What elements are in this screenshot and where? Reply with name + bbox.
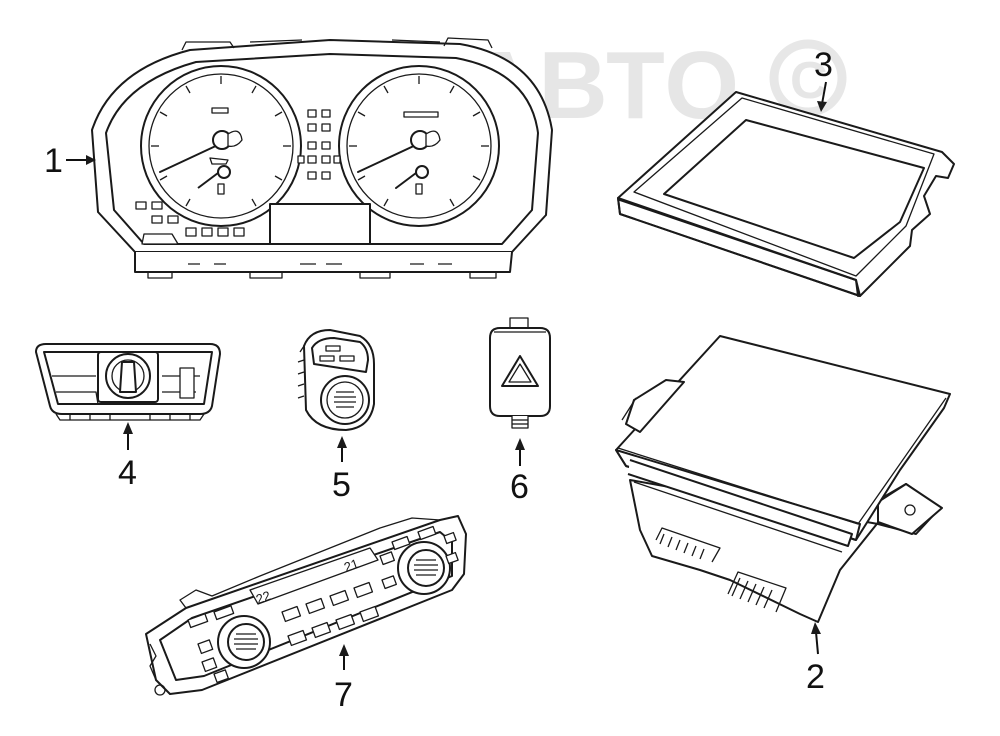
callout-3: 3 [814,46,833,112]
callout-label-3: 3 [814,46,833,84]
callout-4: 4 [118,422,137,492]
callout-label-4: 4 [118,454,137,492]
start-stop-button [297,329,375,431]
light-switch [35,343,221,421]
callout-6: 6 [510,438,529,506]
callout-label-5: 5 [332,466,351,504]
callout-label-1: 1 [44,142,63,180]
lcd-right-temp: 21 [342,556,361,575]
display-screen [617,91,955,297]
callout-2: 2 [806,622,825,696]
callout-label-2: 2 [806,658,825,696]
climate-control-panel: 22 21 [145,515,467,696]
lcd-left-temp: 22 [254,588,273,607]
svg-text:C: C [790,52,828,110]
callout-label-7: 7 [334,676,353,714]
callout-7: 7 [334,644,353,714]
callout-label-6: 6 [510,468,529,506]
callout-1: 1 [44,142,96,180]
display-unit [615,335,951,623]
hazard-switch [489,317,551,429]
callout-5: 5 [332,436,351,504]
instrument-cluster [91,37,553,279]
